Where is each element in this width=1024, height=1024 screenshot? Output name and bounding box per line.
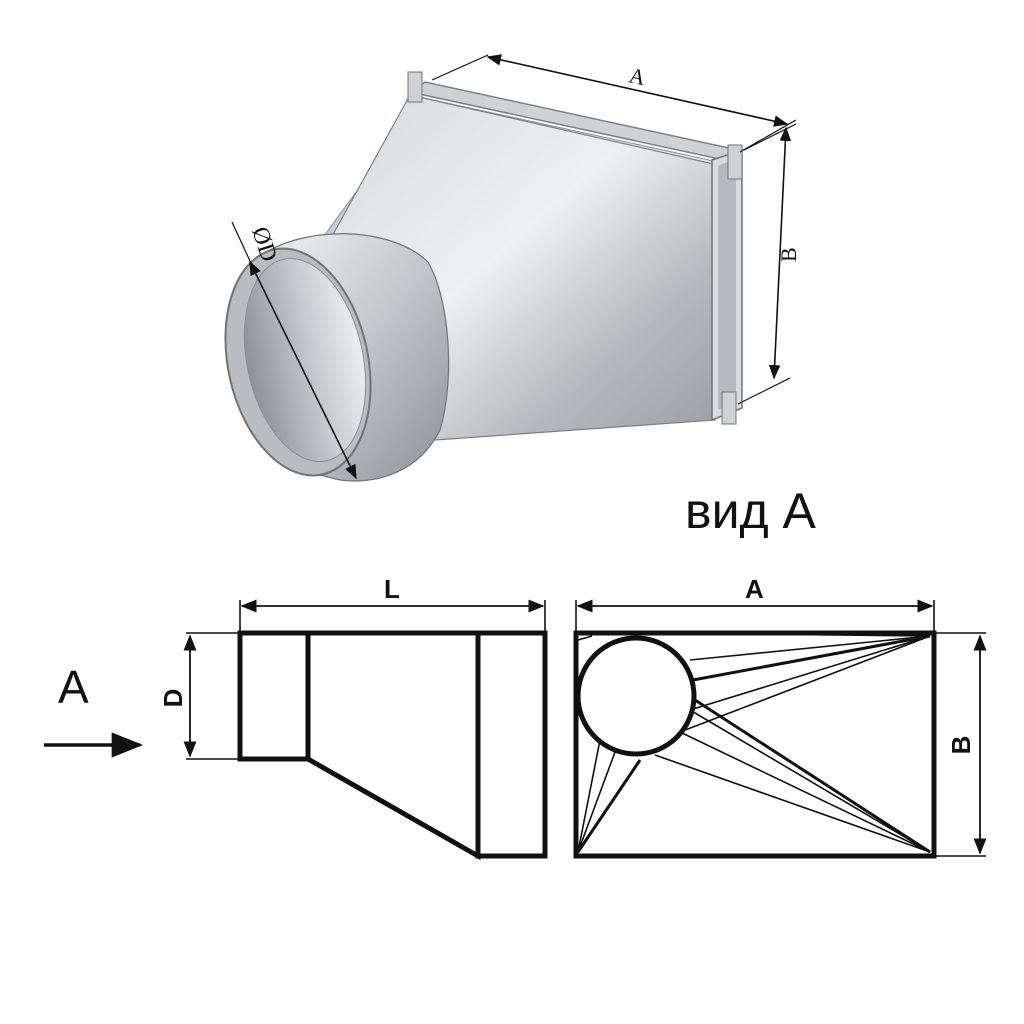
flange-tab (721, 391, 737, 425)
view-arrow-label: A (58, 661, 89, 713)
dim-width-label: A (745, 574, 764, 604)
view-a-title: вид А (685, 483, 817, 539)
spigot-circle (575, 635, 697, 757)
flange-tab (727, 144, 743, 180)
transition-section (305, 630, 481, 861)
dim-b-label: B (776, 247, 801, 262)
fold-lines (576, 632, 931, 854)
flange-tab (407, 71, 423, 103)
dim-l-label: L (384, 574, 400, 604)
dim-height-label: B (946, 736, 976, 755)
flange-section (475, 630, 548, 859)
dim-a-line (486, 54, 789, 127)
dim-diameter-label: D (158, 689, 188, 708)
flange-outline (573, 630, 937, 859)
adapter-illustration: ØD A B (224, 54, 801, 482)
dim-a-label: A (627, 62, 648, 90)
spigot-section (237, 630, 311, 762)
dim-b-line (768, 126, 792, 380)
front-view-drawing: A B (573, 574, 987, 859)
side-view-drawing: A L D (44, 574, 548, 861)
dim-d-line (249, 260, 357, 480)
